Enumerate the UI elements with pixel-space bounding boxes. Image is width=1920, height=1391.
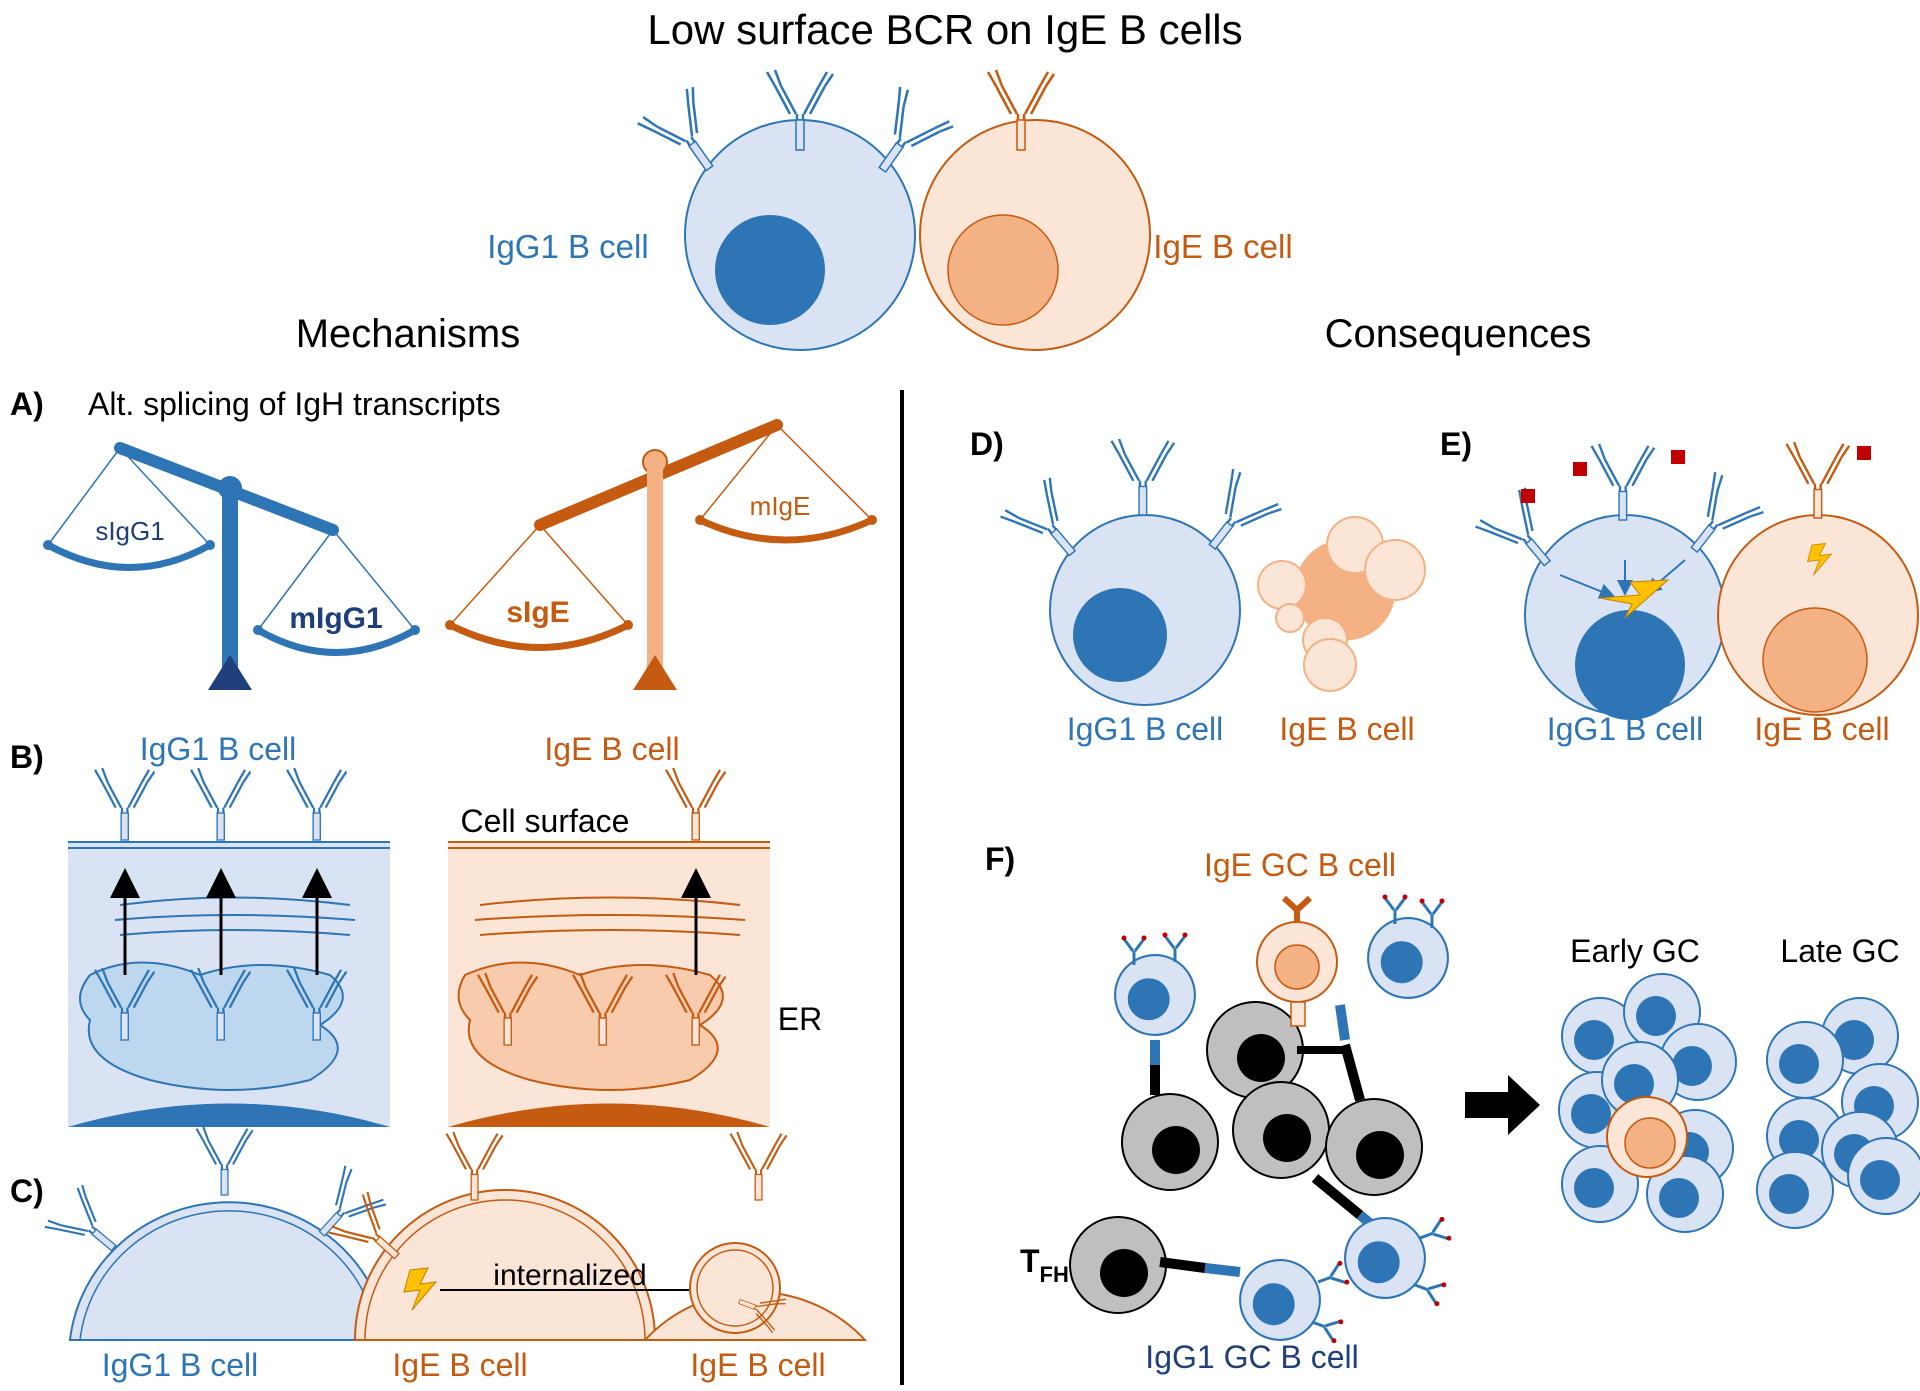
panel-d-igg1-label: IgG1 B cell	[1067, 711, 1224, 747]
panel-c-ige-cell-1	[326, 1130, 657, 1341]
panel-c-igg1-label: IgG1 B cell	[102, 1347, 259, 1383]
top-ige-label: IgE B cell	[1153, 228, 1292, 265]
panel-c-letter: C)	[10, 1173, 44, 1209]
top-igg1-cell	[635, 68, 957, 351]
cell-surface-label: Cell surface	[461, 803, 630, 839]
mechanisms-heading: Mechanisms	[296, 312, 521, 356]
panel-a-letter: A)	[10, 386, 44, 422]
panel-b-letter: B)	[10, 739, 44, 775]
late-gc-cluster	[1756, 997, 1920, 1229]
sige-label: sIgE	[506, 596, 569, 629]
figure-title: Low surface BCR on IgE B cells	[647, 6, 1242, 53]
internalized-label: internalized	[493, 1259, 646, 1292]
progression-arrow	[1465, 1075, 1540, 1135]
top-igg1-label: IgG1 B cell	[487, 228, 648, 265]
panel-d-igg1-cell	[998, 437, 1285, 706]
panel-d-letter: D)	[970, 426, 1004, 462]
late-gc-label: Late GC	[1780, 933, 1899, 969]
panel-e-igg1-cell	[1473, 442, 1767, 720]
panel-b-igg1-cell	[68, 766, 390, 1127]
tfh-subscript: FH	[1040, 1262, 1069, 1287]
er-label: ER	[778, 1001, 822, 1037]
panel-c-ige-cell-2	[642, 1130, 868, 1341]
panel-f-letter: F)	[985, 841, 1015, 877]
early-gc-label: Early GC	[1570, 933, 1700, 969]
gc-interaction-cluster	[1069, 893, 1454, 1346]
sigg1-label: sIgG1	[95, 516, 164, 546]
ige-gc-label: IgE GC B cell	[1204, 847, 1396, 883]
panel-b-ige-cell	[448, 766, 770, 1127]
balance-igg1	[43, 442, 420, 690]
top-ige-cell	[919, 68, 1151, 351]
tfh-label: TFH	[1020, 1243, 1069, 1287]
panel-c-ige-label-1: IgE B cell	[392, 1347, 527, 1383]
panel-d-ige-cell-apoptotic	[1257, 516, 1426, 692]
panel-e-ige-cell	[1717, 440, 1919, 716]
panel-e-ige-label: IgE B cell	[1754, 711, 1889, 747]
mige-label: mIgE	[750, 491, 811, 521]
migg1-label: mIgG1	[289, 602, 382, 635]
panel-a-title: Alt. splicing of IgH transcripts	[88, 386, 501, 422]
panel-e-igg1-label: IgG1 B cell	[1547, 711, 1704, 747]
panel-e-letter: E)	[1440, 426, 1472, 462]
igg1-gc-label: IgG1 GC B cell	[1145, 1339, 1358, 1375]
panel-c-ige-label-2: IgE B cell	[690, 1347, 825, 1383]
tfh-main: T	[1020, 1243, 1040, 1279]
consequences-heading: Consequences	[1325, 312, 1592, 356]
panel-b-igg1-label: IgG1 B cell	[140, 731, 297, 767]
panel-b-ige-label: IgE B cell	[544, 731, 679, 767]
panel-d-ige-label: IgE B cell	[1279, 711, 1414, 747]
balance-ige	[445, 419, 877, 690]
early-gc-cluster	[1558, 973, 1737, 1233]
